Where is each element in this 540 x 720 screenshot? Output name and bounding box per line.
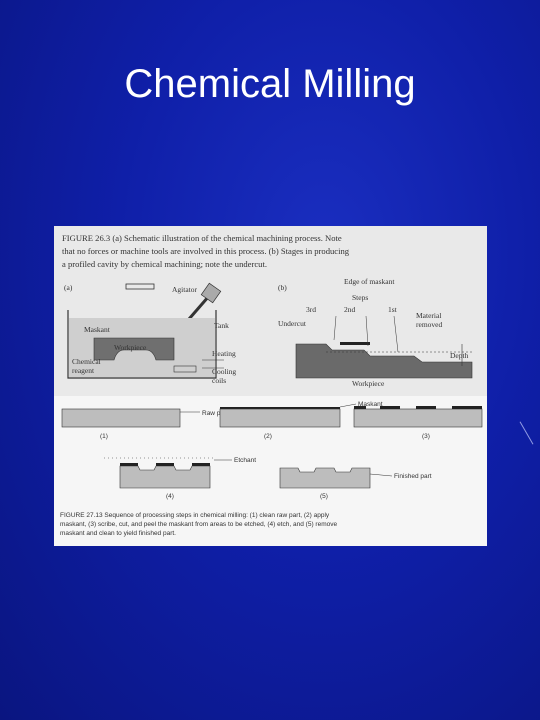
- material-label: Material: [416, 311, 441, 320]
- stage-5-number: (5): [320, 493, 328, 500]
- decorative-streak: [519, 421, 534, 445]
- workpiece-label-b: Workpiece: [352, 379, 385, 388]
- stage-5-icon: [279, 467, 393, 489]
- agitator-label: Agitator: [172, 285, 197, 294]
- undercut-label: Undercut: [278, 319, 307, 328]
- tank-icon: [67, 310, 224, 379]
- stage-2-number: (2): [264, 433, 272, 440]
- stage-3-icon: [353, 406, 483, 428]
- finished-part-label: Finished part: [394, 473, 432, 480]
- step-1st-label: 1st: [388, 305, 398, 314]
- figure-drawing: FIGURE 26.3 (a) Schematic illustration o…: [54, 233, 487, 546]
- panel-a-label: (a): [64, 283, 73, 292]
- chemical-label: Chemical: [72, 357, 101, 366]
- steps-label: Steps: [352, 293, 368, 302]
- tank-label: Tank: [214, 321, 229, 330]
- figure-b-caption-line-1: FIGURE 27.13 Sequence of processing step…: [60, 512, 330, 519]
- workpiece-label-a: Workpiece: [114, 343, 147, 352]
- coils-label: coils: [212, 376, 226, 385]
- reagent-label: reagent: [72, 366, 95, 375]
- depth-label: Depth: [450, 351, 469, 360]
- slide-title: Chemical Milling: [124, 62, 416, 106]
- removed-label: removed: [416, 320, 442, 329]
- figure-a-caption-line-2: that no forces or machine tools are invo…: [62, 246, 350, 256]
- cooling-label: Cooling: [212, 367, 236, 376]
- edge-of-maskant-label: Edge of maskant: [344, 277, 395, 286]
- panel-b-label: (b): [278, 283, 287, 292]
- figure-a-caption-line-1: FIGURE 26.3 (a) Schematic illustration o…: [62, 233, 342, 243]
- figure-image: FIGURE 26.3 (a) Schematic illustration o…: [54, 226, 487, 546]
- figure-a-caption-line-3: a profiled cavity by chemical machining;…: [62, 259, 267, 269]
- heating-label: Heating: [212, 349, 236, 358]
- figure-b-caption-line-2: maskant, (3) scribe, cut, and peel the m…: [60, 521, 337, 528]
- step-2nd-label: 2nd: [344, 305, 356, 314]
- cavity-profile-icon: [295, 315, 474, 379]
- etchant-label: Etchant: [234, 457, 256, 464]
- step-3rd-label: 3rd: [306, 305, 316, 314]
- stage-1-number: (1): [100, 433, 108, 440]
- maskant-label: Maskant: [84, 325, 111, 334]
- stage-4-number: (4): [166, 493, 174, 500]
- maskant-label-b: Maskant: [358, 401, 383, 408]
- stage-4-icon: [104, 457, 232, 489]
- stage-3-number: (3): [422, 433, 430, 440]
- figure-b-caption-line-3: maskant and clean to yield finished part…: [60, 530, 176, 537]
- stage-1-icon: [61, 408, 200, 428]
- stage-2-icon: [219, 403, 357, 428]
- raw-part-label: Raw part: [202, 410, 228, 417]
